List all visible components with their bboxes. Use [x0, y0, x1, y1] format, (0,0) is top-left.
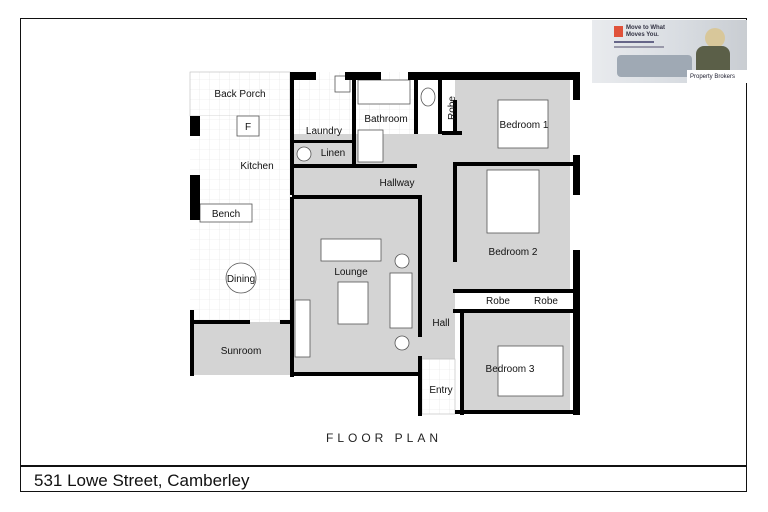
agent-name-line [614, 41, 654, 43]
label-bench: Bench [212, 209, 240, 220]
shower [357, 129, 384, 163]
label-lounge: Lounge [334, 267, 368, 278]
label-sunroom: Sunroom [221, 346, 262, 357]
label-robe-1: Robe [447, 96, 458, 120]
robes-floor [455, 291, 570, 311]
linen-basket [296, 146, 312, 162]
label-bedroom-2: Bedroom 2 [489, 247, 538, 258]
agent-photo-head [705, 28, 725, 48]
walls [190, 72, 580, 416]
dining-table [225, 262, 257, 294]
sunroom-floor [190, 322, 292, 375]
bed-3 [497, 345, 564, 397]
plan-title: FLOOR PLAN [325, 431, 443, 445]
label-laundry: Laundry [306, 126, 342, 137]
side-table [394, 335, 410, 351]
brand-box [687, 70, 747, 83]
back-porch-floor [189, 71, 291, 117]
label-kitchen: Kitchen [240, 161, 273, 172]
tv-unit [294, 299, 311, 358]
label-robe-2: Robe [486, 296, 510, 307]
fridge [236, 115, 260, 137]
label-fridge: F [245, 122, 251, 133]
label-bedroom-3: Bedroom 3 [486, 364, 535, 375]
label-hall: Hall [432, 318, 449, 329]
label-linen: Linen [321, 148, 345, 159]
label-hallway: Hallway [379, 178, 414, 189]
bed-1 [497, 99, 549, 149]
sofa-photo [617, 55, 692, 77]
label-back-porch: Back Porch [214, 89, 265, 100]
bed-2 [486, 169, 540, 234]
agent-advert-logo: Move to What Moves You. Property Brokers [592, 20, 747, 83]
furniture [199, 75, 564, 397]
footer-divider [20, 465, 747, 467]
label-entry: Entry [429, 385, 452, 396]
bathtub [357, 79, 411, 105]
coffee-table [337, 281, 369, 325]
page-frame [20, 18, 747, 492]
toilet [420, 87, 436, 107]
sofa-3-seat [320, 238, 382, 262]
property-address: 531 Lowe Street, Camberley [34, 471, 250, 490]
advert-tagline: Move to What Moves You. [626, 25, 665, 38]
label-bedroom-1: Bedroom 1 [500, 120, 549, 131]
label-robe-3: Robe [534, 296, 558, 307]
hall-floor [420, 134, 455, 359]
agent-contact-line [614, 46, 664, 48]
sofa-side [389, 272, 413, 329]
label-bathroom: Bathroom [364, 114, 407, 125]
label-dining: Dining [227, 274, 255, 285]
brand-badge-icon [614, 26, 623, 37]
entry-floor [421, 358, 456, 415]
side-table [394, 253, 410, 269]
advert-brand: Property Brokers [690, 74, 736, 80]
